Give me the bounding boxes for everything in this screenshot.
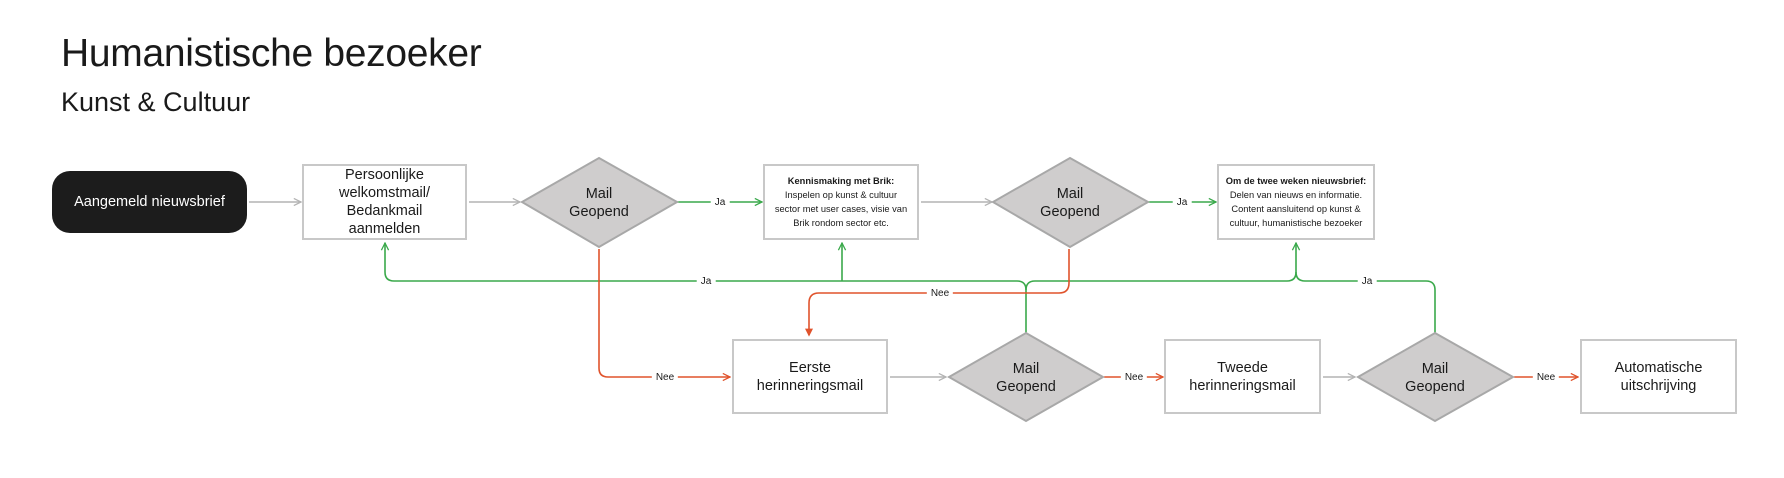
welcome-mail-box: Persoonlijke welkomstmail/ Bedankmail aa… bbox=[302, 164, 467, 240]
welcome-line-3: Bedankmail aanmelden bbox=[346, 203, 423, 237]
welcome-line-2: welkomstmail/ bbox=[338, 185, 431, 201]
start-node-subscribed: Aangemeld nieuwsbrief bbox=[52, 171, 247, 233]
reminder1-line-1: Eerste bbox=[789, 359, 831, 376]
intro-heading: Kennismaking met Brik: bbox=[787, 176, 895, 186]
edge-label-d3-no: Nee bbox=[1120, 372, 1148, 384]
edge-label-d4-yes: Ja bbox=[1357, 276, 1377, 288]
unsubscribe-line-2: uitschrijving bbox=[1620, 377, 1697, 394]
decision-diamond-2 bbox=[991, 156, 1151, 249]
intro-line-2: sector met user cases, visie van bbox=[774, 204, 908, 214]
edge-label-d1-no: Nee bbox=[651, 372, 679, 384]
unsubscribe-line-1: Automatische bbox=[1614, 359, 1703, 376]
newsletter-heading: Om de twee weken nieuwsbrief: bbox=[1225, 176, 1367, 186]
decision-4-line-2: Geopend bbox=[1405, 379, 1465, 395]
intro-line-3: Brik rondom sector etc. bbox=[793, 218, 889, 228]
decision-diamond-4 bbox=[1355, 331, 1516, 423]
decision-1-line-2: Geopend bbox=[569, 204, 629, 220]
decision-1-line-1: Mail bbox=[585, 186, 613, 202]
decision-diamond-3 bbox=[946, 331, 1106, 423]
first-reminder-box: Eerste herinneringsmail bbox=[732, 339, 888, 414]
reminder2-line-1: Tweede bbox=[1217, 359, 1268, 376]
decision-diamond-1 bbox=[520, 156, 680, 249]
auto-unsubscribe-box: Automatische uitschrijving bbox=[1580, 339, 1737, 414]
intro-mail-box: Kennismaking met Brik: Inspelen op kunst… bbox=[763, 164, 919, 240]
decision-3-line-2: Geopend bbox=[996, 379, 1056, 395]
decision-3-label: Mail Geopend bbox=[996, 360, 1056, 396]
decision-3-line-1: Mail bbox=[1012, 361, 1040, 377]
decision-2-line-2: Geopend bbox=[1040, 204, 1100, 220]
edge-d4-yes-to-newsletter bbox=[1295, 271, 1436, 333]
edge-label-d4-no: Nee bbox=[1532, 372, 1560, 384]
reminder2-line-2: herinneringsmail bbox=[1189, 377, 1296, 394]
decision-2-line-1: Mail bbox=[1056, 186, 1084, 202]
edge-d1-no-to-reminder1 bbox=[598, 249, 730, 377]
decision-4-label: Mail Geopend bbox=[1405, 360, 1465, 396]
newsletter-box: Om de twee weken nieuwsbrief: Delen van … bbox=[1217, 164, 1375, 240]
newsletter-line-1: Delen van nieuws en informatie. bbox=[1229, 190, 1363, 200]
decision-4-line-1: Mail bbox=[1421, 361, 1449, 377]
page-title: Humanistische bezoeker bbox=[61, 32, 482, 75]
welcome-line-1: Persoonlijke bbox=[345, 167, 424, 183]
decision-2-label: Mail Geopend bbox=[1040, 185, 1100, 221]
edge-d3-yes-to-newsletter bbox=[1025, 243, 1296, 291]
edge-label-d2-yes: Ja bbox=[1172, 197, 1192, 209]
second-reminder-box: Tweede herinneringsmail bbox=[1164, 339, 1321, 414]
edge-label-d1-yes: Ja bbox=[710, 197, 730, 209]
newsletter-line-2: Content aansluitend op kunst & bbox=[1231, 204, 1361, 214]
page-subtitle: Kunst & Cultuur bbox=[61, 87, 251, 117]
start-node-label: Aangemeld nieuwsbrief bbox=[74, 194, 225, 210]
intro-line-1: Inspelen op kunst & cultuur bbox=[784, 190, 898, 200]
edge-label-d3-yes: Ja bbox=[696, 276, 716, 288]
reminder1-line-2: herinneringsmail bbox=[756, 377, 864, 394]
edge-label-d2-no: Nee bbox=[926, 288, 954, 300]
newsletter-line-3: cultuur, humanistische bezoeker bbox=[1229, 218, 1363, 228]
decision-1-label: Mail Geopend bbox=[569, 185, 629, 221]
